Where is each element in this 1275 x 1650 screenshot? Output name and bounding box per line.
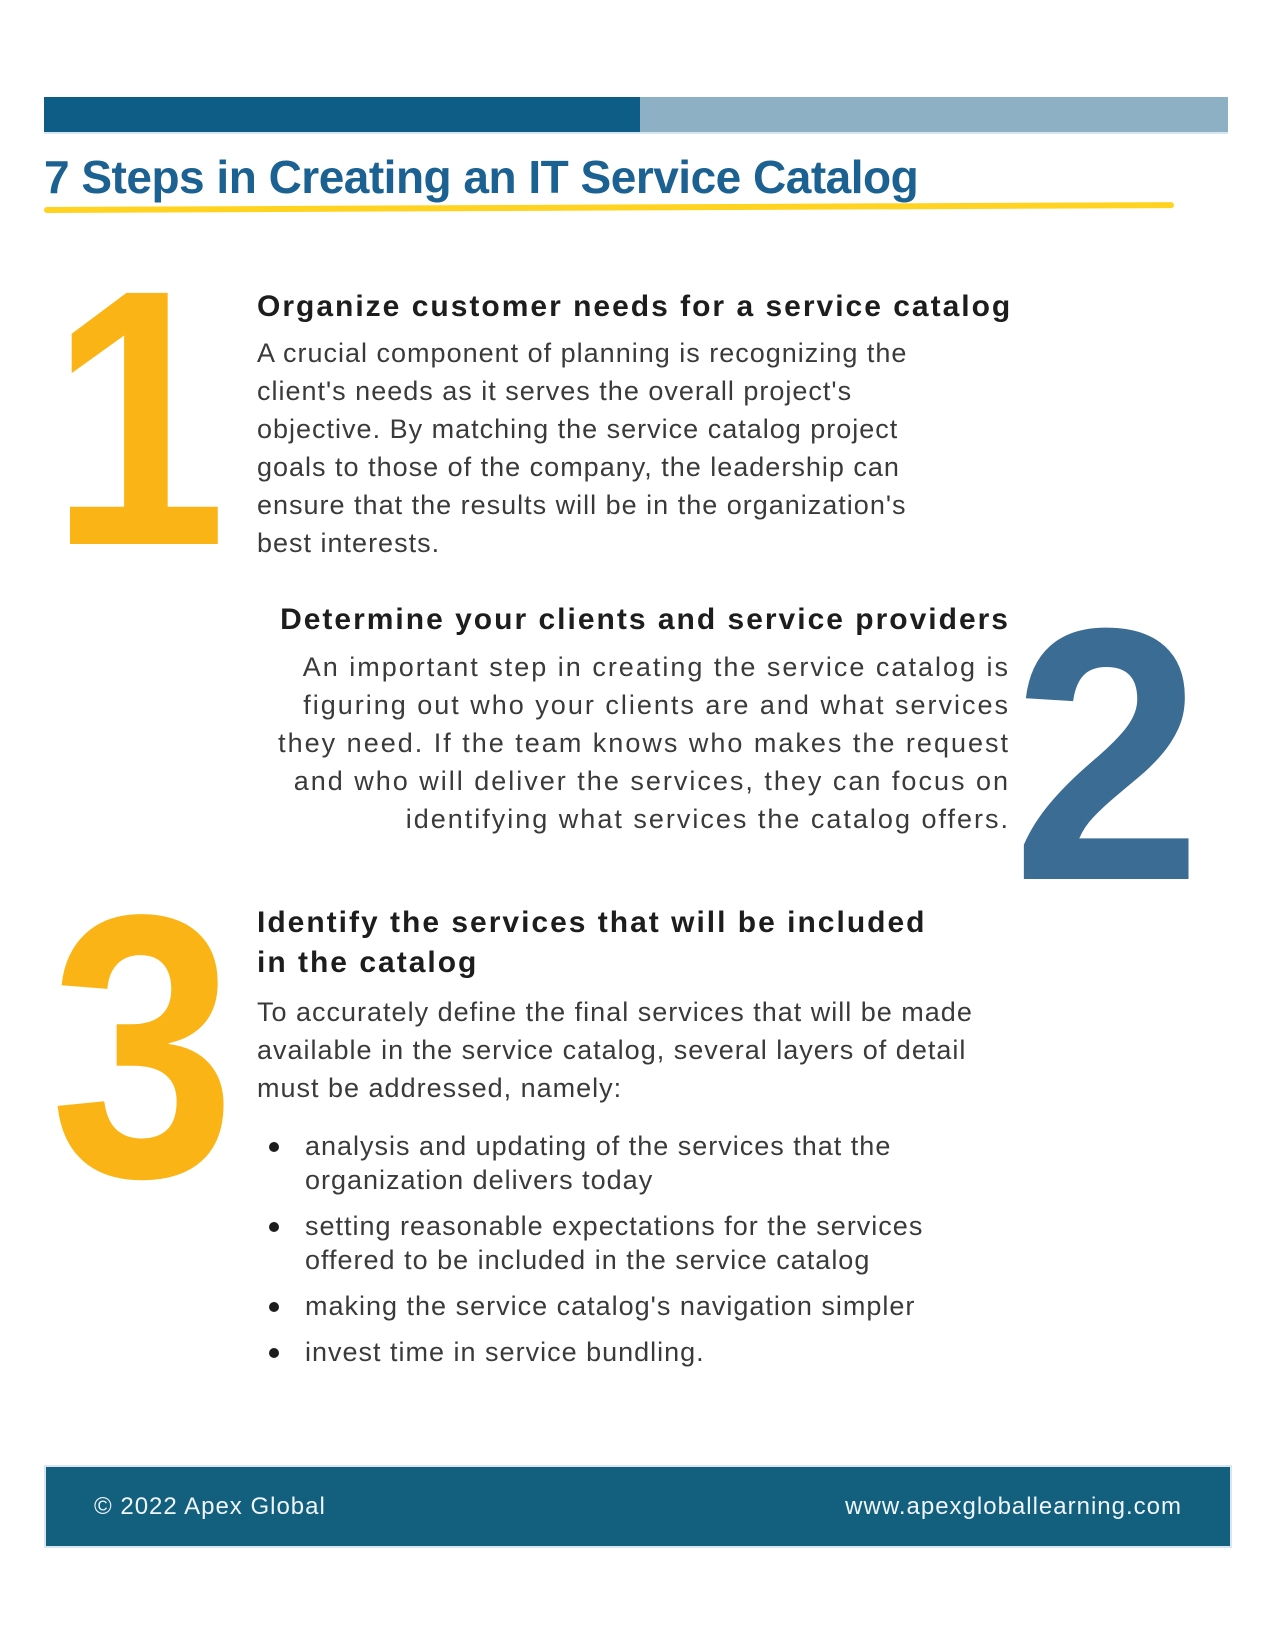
list-item: making the service catalog's navigation … (257, 1289, 973, 1323)
step-1-body-line: goals to those of the company, the leade… (257, 452, 900, 482)
step-3-body: To accurately define the final services … (257, 993, 973, 1107)
step-1-body-line: objective. By matching the service catal… (257, 414, 899, 444)
bullet-dot-icon (269, 1222, 279, 1232)
step-3-heading-line: in the catalog (257, 946, 479, 979)
step-3-section: Identify the services that will be inclu… (257, 903, 973, 1381)
step-2-body-line: An important step in creating the servic… (302, 652, 1010, 682)
step-1-body-line: A crucial component of planning is recog… (257, 338, 908, 368)
step-2-numeral: 2 (1012, 554, 1203, 956)
step-1-section: Organize customer needs for a service ca… (257, 287, 1012, 562)
step-3-numeral: 3 (50, 838, 236, 1256)
footer-bar: © 2022 Apex Global www.apexgloballearnin… (44, 1465, 1232, 1548)
bullet-dot-icon (269, 1348, 279, 1358)
step-3-heading: Identify the services that will be inclu… (257, 903, 973, 983)
step-3-bullet-list: analysis and updating of the services th… (257, 1129, 973, 1369)
step-1-body-line: client's needs as it serves the overall … (257, 376, 853, 406)
bullet-dot-icon (269, 1302, 279, 1312)
bullet-line: setting reasonable expectations for the … (305, 1211, 924, 1241)
step-2-body: An important step in creating the servic… (150, 648, 1010, 838)
bullet-line: offered to be included in the service ca… (305, 1245, 871, 1275)
list-item: invest time in service bundling. (257, 1335, 973, 1369)
step-2-section: Determine your clients and service provi… (150, 600, 1010, 838)
step-2-body-line: identifying what services the catalog of… (405, 804, 1010, 834)
bullet-line: making the service catalog's navigation … (305, 1291, 916, 1321)
step-2-body-line: and who will deliver the services, they … (293, 766, 1010, 796)
footer-website-url: www.apexgloballearning.com (845, 1492, 1182, 1520)
step-3-body-line: available in the service catalog, severa… (257, 1035, 967, 1065)
page-title: 7 Steps in Creating an IT Service Catalo… (44, 151, 919, 203)
step-2-body-line: they need. If the team knows who makes t… (278, 728, 1010, 758)
step-1-body-line: best interests. (257, 528, 441, 558)
footer-copyright: © 2022 Apex Global (94, 1492, 326, 1520)
list-item: analysis and updating of the services th… (257, 1129, 973, 1197)
header-accent-bar (44, 97, 1228, 132)
bullet-line: analysis and updating of the services th… (305, 1131, 892, 1161)
list-item: setting reasonable expectations for the … (257, 1209, 973, 1277)
step-3-body-line: must be addressed, namely: (257, 1073, 623, 1103)
step-2-heading: Determine your clients and service provi… (280, 603, 1010, 636)
step-1-body-line: ensure that the results will be in the o… (257, 490, 907, 520)
header-accent-bar-light-segment (640, 97, 1228, 132)
bullet-line: invest time in service bundling. (305, 1337, 705, 1367)
step-3-heading-line: Identify the services that will be inclu… (257, 906, 927, 939)
step-1-numeral: 1 (50, 215, 227, 622)
step-3-body-line: To accurately define the final services … (257, 997, 973, 1027)
step-1-heading: Organize customer needs for a service ca… (257, 290, 1013, 323)
step-2-body-line: figuring out who your clients are and wh… (303, 690, 1010, 720)
header-accent-bar-dark-segment (44, 97, 640, 132)
bullet-line: organization delivers today (305, 1165, 654, 1195)
step-1-body: A crucial component of planning is recog… (257, 334, 1012, 562)
bullet-dot-icon (269, 1142, 279, 1152)
